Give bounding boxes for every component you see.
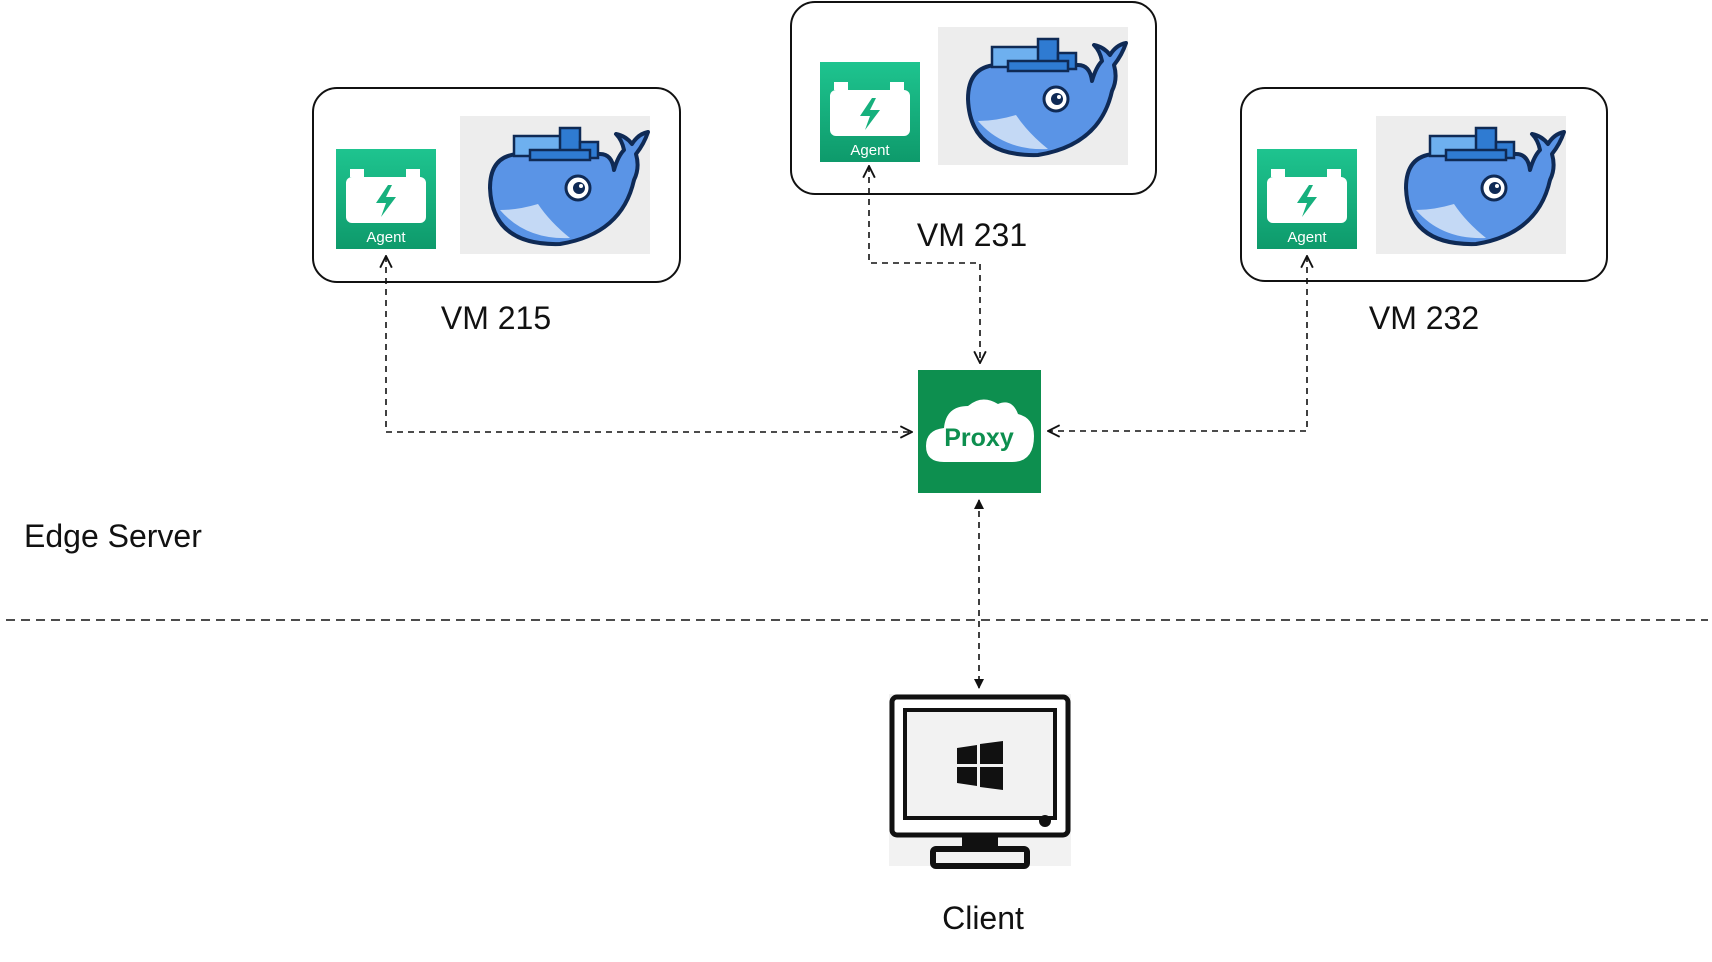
- connector-vm215-proxy: [386, 256, 912, 432]
- vm-label: VM 232: [1369, 300, 1479, 336]
- cloud-icon: [926, 399, 1034, 462]
- vm-box-232: Agent: [1240, 87, 1608, 282]
- battery-bolt-icon: Agent: [1257, 149, 1357, 249]
- docker-whale-icon: [458, 114, 652, 256]
- proxy-node: Proxy: [918, 370, 1041, 493]
- battery-bolt-icon: Agent: [820, 62, 920, 162]
- connector-vm232-proxy: [1048, 256, 1307, 431]
- agent-label: Agent: [366, 229, 406, 246]
- client-label: Client: [942, 900, 1024, 936]
- docker-whale-icon: [1374, 114, 1568, 256]
- connector-vm231-proxy: [869, 166, 980, 363]
- zone-label: Edge Server: [24, 518, 202, 554]
- vm-box-215: Agent: [312, 87, 681, 283]
- vm-box-231: Agent: [790, 1, 1157, 195]
- proxy-label: Proxy: [944, 424, 1014, 452]
- windows-monitor-icon: [889, 694, 1071, 869]
- battery-bolt-icon: Agent: [336, 149, 436, 249]
- vm-label: VM 215: [441, 300, 551, 336]
- docker-whale-icon: [936, 25, 1130, 167]
- agent-label: Agent: [1287, 229, 1327, 246]
- agent-label: Agent: [850, 142, 890, 159]
- vm-label: VM 231: [917, 217, 1027, 253]
